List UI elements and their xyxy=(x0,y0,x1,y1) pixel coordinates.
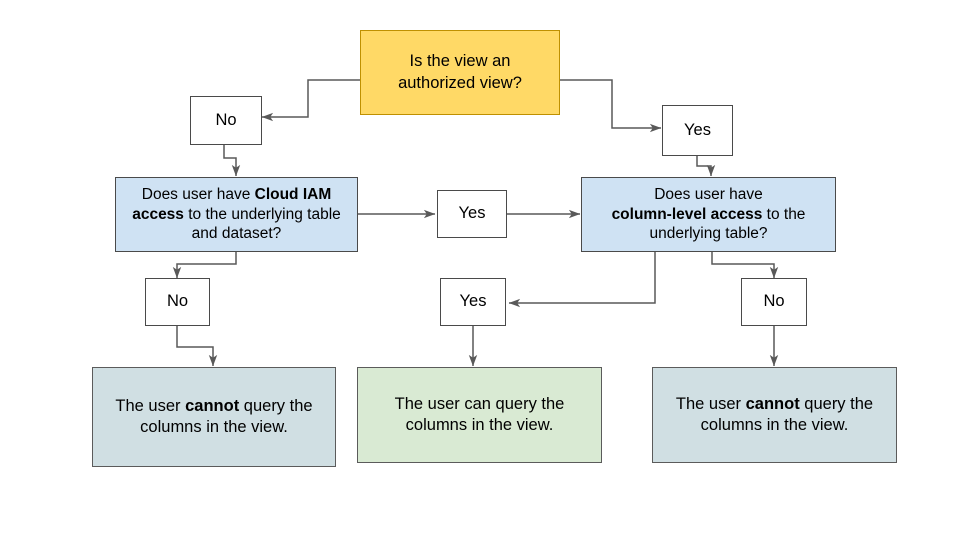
node-branch-yes-center-label: Yes xyxy=(459,292,487,311)
node-branch-no-top[interactable]: No xyxy=(190,96,262,145)
node-result-deny-left[interactable]: The user cannot query the columns in the… xyxy=(92,367,336,467)
connector-no-left-to-result xyxy=(176,326,218,367)
connector-iam-to-no-left xyxy=(172,252,237,279)
connector-column-to-yes-center xyxy=(508,252,656,308)
node-branch-yes-middle[interactable]: Yes xyxy=(437,190,507,238)
connector-start-to-no xyxy=(261,79,360,122)
connector-no-to-iam xyxy=(223,145,241,177)
node-result-allow-center[interactable]: The user can query the columns in the vi… xyxy=(357,367,602,463)
node-result-deny-left-text: The user cannot query the columns in the… xyxy=(115,396,313,436)
connector-start-to-yes xyxy=(560,79,662,133)
node-branch-yes-top-label: Yes xyxy=(684,120,711,139)
node-branch-yes-top[interactable]: Yes xyxy=(662,105,733,156)
connector-column-to-no-right xyxy=(711,252,779,279)
node-start-question-text: Is the view an authorized view? xyxy=(398,52,522,92)
node-branch-yes-middle-label: Yes xyxy=(458,204,486,223)
node-start-question[interactable]: Is the view an authorized view? xyxy=(360,30,560,115)
node-branch-no-left[interactable]: No xyxy=(145,278,210,326)
node-branch-no-left-label: No xyxy=(166,292,189,311)
node-branch-no-right-label: No xyxy=(763,292,785,311)
node-result-allow-center-text: The user can query the columns in the vi… xyxy=(394,394,565,434)
node-branch-no-right[interactable]: No xyxy=(741,278,807,326)
node-result-deny-right[interactable]: The user cannot query the columns in the… xyxy=(652,367,897,463)
node-branch-no-top-label: No xyxy=(215,110,237,129)
connector-yes-to-column xyxy=(696,156,716,177)
node-result-deny-right-text: The user cannot query the columns in the… xyxy=(675,394,874,434)
node-branch-yes-center[interactable]: Yes xyxy=(440,278,506,326)
